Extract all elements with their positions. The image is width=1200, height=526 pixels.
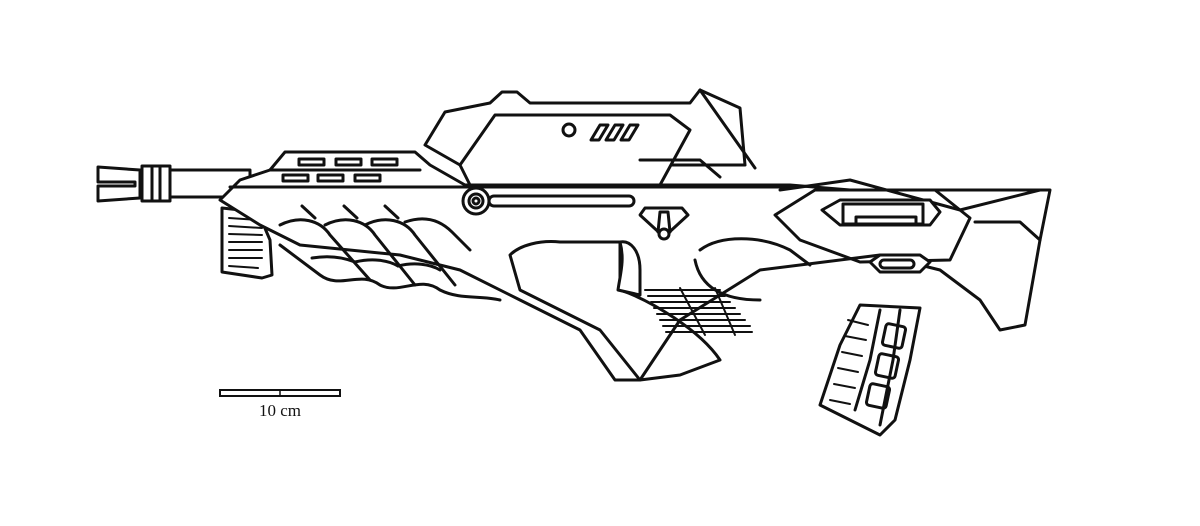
scale-bar (219, 389, 341, 397)
fire-selector (638, 206, 690, 241)
trigger (616, 240, 642, 297)
grip-texture (644, 287, 753, 336)
top-rail (423, 88, 757, 187)
charging-handle (423, 185, 802, 216)
scale-bar-label: 10 cm (258, 401, 302, 420)
handguard-vents (228, 157, 427, 189)
handguard-slots (300, 204, 400, 220)
handguard-ridges (278, 217, 502, 302)
stock (773, 178, 1042, 274)
muzzle-brake (96, 164, 172, 203)
front-grip (220, 206, 274, 280)
magazine (818, 303, 922, 437)
